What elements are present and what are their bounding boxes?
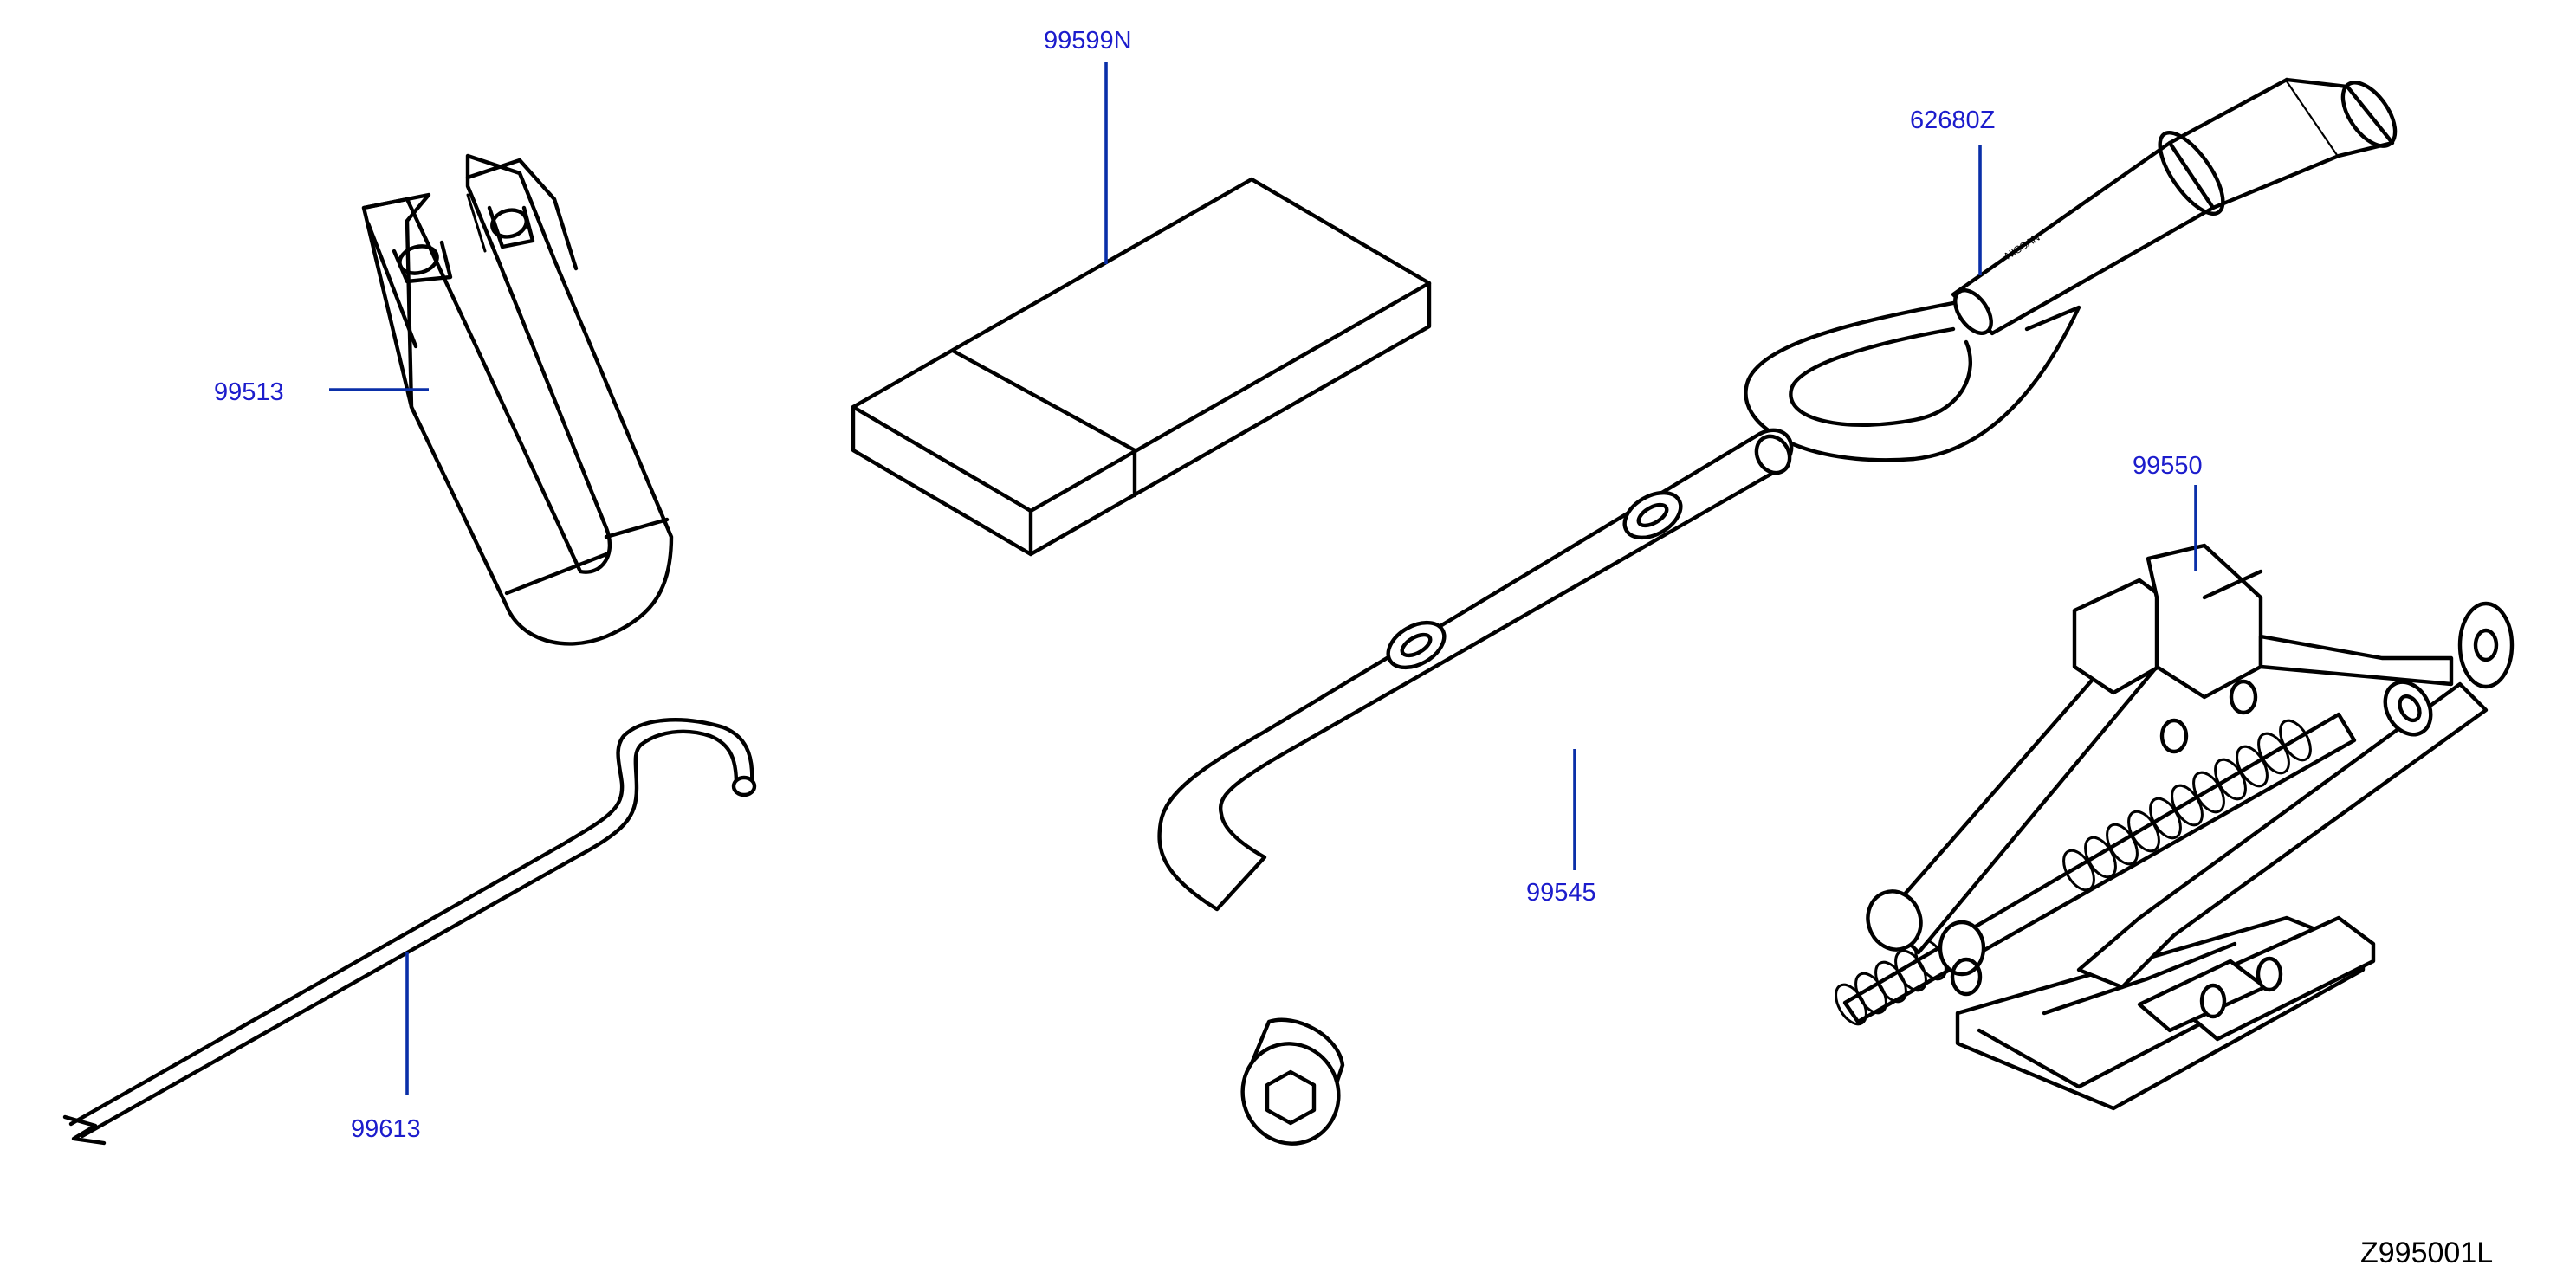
- callout-label-hook-rod: 99613: [351, 1115, 421, 1143]
- wrench-holder-drawing: [361, 153, 674, 646]
- callout-label-lug-wrench: 99545: [1526, 879, 1596, 907]
- hook-rod-drawing: [62, 718, 757, 1146]
- lug-wrench-drawing: [1157, 428, 1794, 1146]
- callout-label-wrench-holder: 99513: [214, 378, 284, 406]
- tool-box-drawing: [851, 177, 1432, 557]
- callout-label-tow-hook: 62680Z: [1910, 107, 1995, 134]
- scissor-jack-drawing: [1835, 543, 2515, 1111]
- figure-code: Z995001L: [2360, 1237, 2493, 1269]
- callout-label-box: 99599N: [1044, 27, 1132, 55]
- callout-label-jack: 99550: [2133, 452, 2203, 480]
- tow-hook-drawing: NISSAN: [1744, 77, 2398, 462]
- jack-screw-threads: [1835, 719, 2312, 1026]
